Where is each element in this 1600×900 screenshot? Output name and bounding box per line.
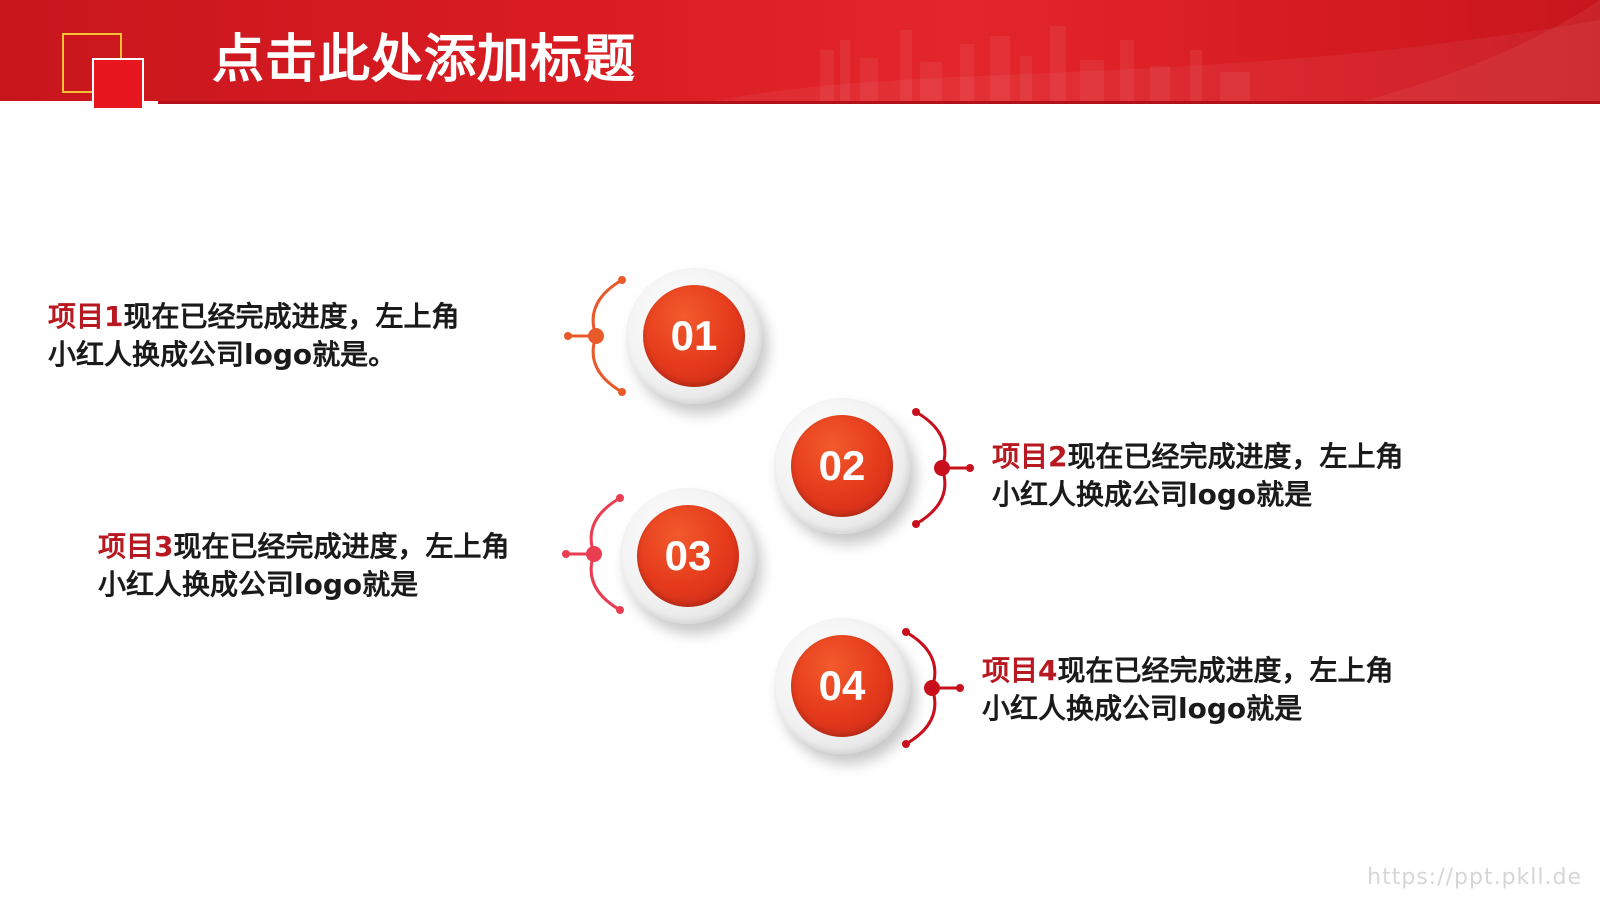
step-circle-03[interactable]: 03 xyxy=(620,488,756,624)
item-3-label: 项目3 xyxy=(98,530,174,563)
item-1-line-1: 项目1现在已经完成进度，左上角 xyxy=(48,298,460,336)
item-1-line-2: 小红人换成公司logo就是。 xyxy=(48,338,397,371)
step-circle-02-core: 02 xyxy=(791,415,893,517)
item-2-bracket-connector xyxy=(912,408,974,528)
item-2-line-2: 小红人换成公司logo就是 xyxy=(992,478,1313,511)
step-circle-04[interactable]: 04 xyxy=(774,618,910,754)
item-4-text[interactable]: 项目4现在已经完成进度，左上角 小红人换成公司logo就是 xyxy=(982,652,1394,728)
page-title[interactable]: 点击此处添加标题 xyxy=(212,30,637,90)
step-circle-03-core: 03 xyxy=(637,505,739,607)
step-number-01: 01 xyxy=(670,312,718,359)
item-3-line-2: 小红人换成公司logo就是 xyxy=(98,568,419,601)
item-2-label: 项目2 xyxy=(992,440,1068,473)
item-4-line-2: 小红人换成公司logo就是 xyxy=(982,692,1303,725)
step-circle-02[interactable]: 02 xyxy=(774,398,910,534)
item-4-bracket-connector xyxy=(902,628,964,748)
watermark-url: https://ppt.pkll.de xyxy=(1367,865,1582,890)
header-notch xyxy=(0,101,158,104)
step-number-03: 03 xyxy=(664,532,712,579)
item-3-text[interactable]: 项目3现在已经完成进度，左上角 小红人换成公司logo就是 xyxy=(98,528,510,604)
item-1-bracket-connector xyxy=(564,276,626,396)
step-circle-01[interactable]: 01 xyxy=(626,268,762,404)
item-4-line-1: 项目4现在已经完成进度，左上角 xyxy=(982,652,1394,690)
logo-square-fill xyxy=(92,58,144,110)
item-3-bracket-connector xyxy=(562,494,624,614)
item-1-desc-1: 现在已经完成进度，左上角 xyxy=(123,300,460,333)
item-3-line-1: 项目3现在已经完成进度，左上角 xyxy=(98,528,510,566)
item-2-text[interactable]: 项目2现在已经完成进度，左上角 小红人换成公司logo就是 xyxy=(992,438,1404,514)
item-2-line-1: 项目2现在已经完成进度，左上角 xyxy=(992,438,1404,476)
item-1-label: 项目1 xyxy=(48,300,124,333)
step-number-04: 04 xyxy=(818,662,866,709)
step-circle-01-core: 01 xyxy=(643,285,745,387)
item-4-desc-1: 现在已经完成进度，左上角 xyxy=(1057,654,1394,687)
step-number-02: 02 xyxy=(818,442,866,489)
item-4-label: 项目4 xyxy=(982,654,1058,687)
item-3-desc-1: 现在已经完成进度，左上角 xyxy=(173,530,510,563)
header-bottom-line xyxy=(158,101,1600,104)
step-circle-04-core: 04 xyxy=(791,635,893,737)
item-2-desc-1: 现在已经完成进度，左上角 xyxy=(1067,440,1404,473)
item-1-text[interactable]: 项目1现在已经完成进度，左上角 小红人换成公司logo就是。 xyxy=(48,298,460,374)
